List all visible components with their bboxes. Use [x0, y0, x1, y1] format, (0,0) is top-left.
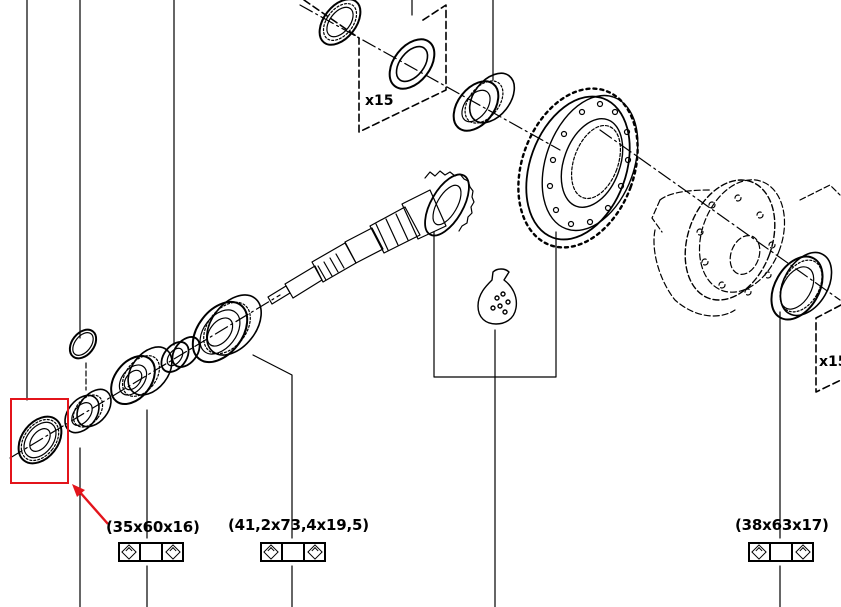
bearing-left-dimension[interactable]: (35x60x16) — [106, 518, 200, 536]
inner-race-part[interactable] — [58, 383, 118, 439]
oil-seal-part[interactable] — [381, 31, 444, 97]
tapered-bearing-part[interactable] — [102, 339, 181, 413]
part-ref-icon — [121, 544, 138, 560]
part-ref-bar-right[interactable] — [748, 542, 814, 562]
part-ref-icon — [263, 544, 280, 560]
bearing-35x60x16-part[interactable] — [10, 408, 70, 471]
part-ref-icon — [164, 544, 181, 560]
pinion-shaft-part[interactable] — [267, 168, 478, 305]
selected-part-highlight[interactable] — [10, 398, 69, 484]
crown-wheel-part[interactable] — [497, 72, 658, 264]
callout-lines — [26, 0, 781, 607]
axis-lines — [9, 4, 841, 459]
bolt-quantity-top: x15 — [364, 93, 395, 109]
part-ref-bar-left[interactable] — [118, 542, 184, 562]
part-ref-icon — [751, 544, 768, 560]
part-ref-icon — [794, 544, 811, 560]
part-ref-bar-mid[interactable] — [260, 542, 326, 562]
bearing-mid-dimension[interactable]: (41,2x73,4x19,5) — [228, 516, 369, 534]
upper-tapered-bearing-part[interactable] — [445, 65, 524, 139]
grease-bag-icon — [477, 268, 518, 325]
part-ref-icon — [306, 544, 323, 560]
differential-housing-part[interactable] — [651, 167, 841, 317]
bearing-right-dimension[interactable]: (38x63x17) — [735, 516, 829, 534]
bolt-quantity-right: x15 — [818, 354, 841, 370]
bearing-38x63x17-part[interactable] — [761, 244, 841, 329]
bolt-kit-box-right — [815, 304, 841, 393]
selection-arrow-icon — [72, 484, 109, 525]
bolt-kit-box-top — [303, 0, 447, 133]
top-bearing-part[interactable] — [311, 0, 368, 52]
bearing-41x73-part[interactable] — [182, 285, 273, 373]
circlip-part[interactable] — [64, 325, 101, 391]
spacer-ring-part[interactable] — [156, 332, 205, 377]
